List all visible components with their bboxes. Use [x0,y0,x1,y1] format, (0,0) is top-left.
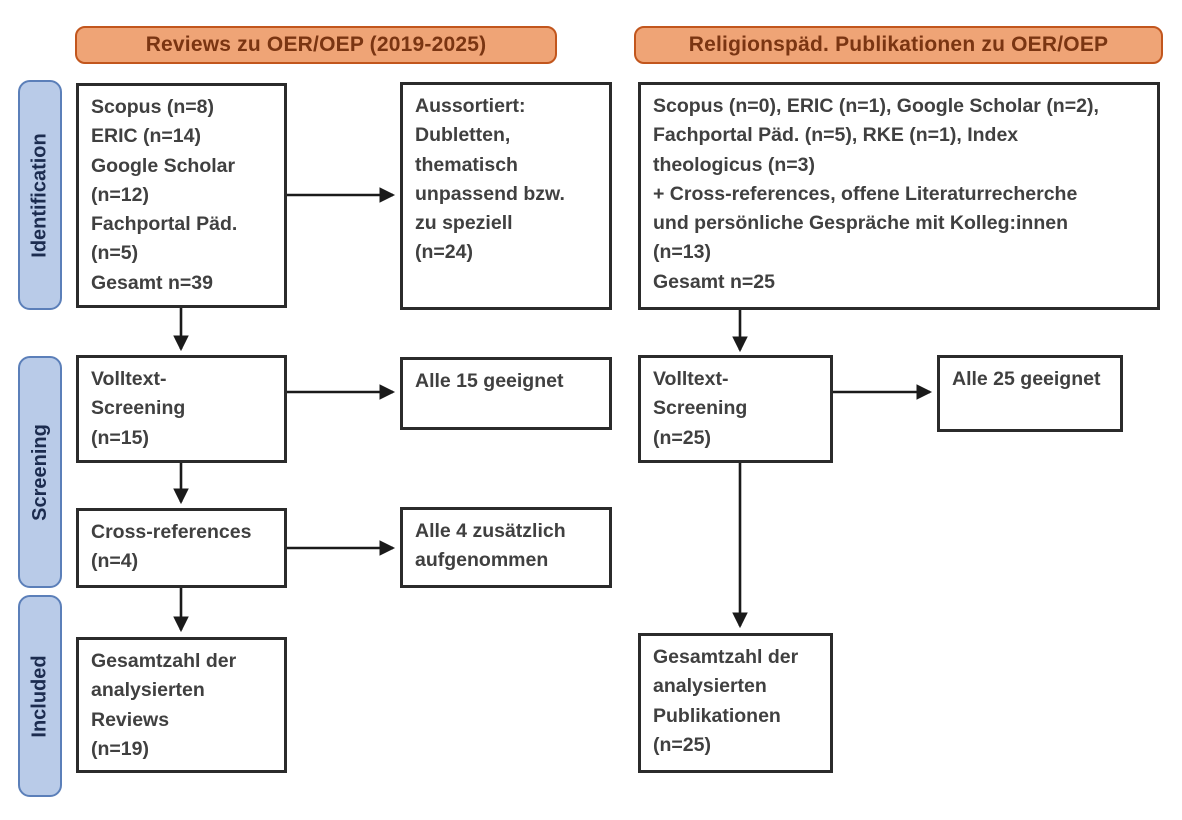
stage-label-screening: Screening [18,356,62,588]
column-header-religionspaed: Religionspäd. Publikationen zu OER/OEP [634,26,1163,64]
stage-label-screening-text: Screening [28,423,51,521]
box-included-publications-total: Gesamtzahl der analysierten Publikatione… [638,633,833,773]
box-identification-sources-publications: Scopus (n=0), ERIC (n=1), Google Scholar… [638,82,1160,310]
box-excluded-duplicates: Aussortiert: Dubletten, thematisch unpas… [400,82,612,310]
column-header-reviews: Reviews zu OER/OEP (2019-2025) [75,26,557,64]
box-result-25-suitable: Alle 25 geeignet [937,355,1123,432]
box-included-reviews-total: Gesamtzahl der analysierten Reviews (n=1… [76,637,287,773]
box-result-4-added: Alle 4 zusätzlich aufgenommen [400,507,612,588]
stage-label-identification: Identification [18,80,62,310]
stage-label-included: Included [18,595,62,797]
stage-label-identification-text: Identification [28,132,51,258]
stage-label-included-text: Included [28,654,51,738]
box-identification-sources-reviews: Scopus (n=8) ERIC (n=14) Google Scholar … [76,83,287,308]
box-cross-references: Cross-references (n=4) [76,508,287,588]
box-fulltext-screening-reviews: Volltext- Screening (n=15) [76,355,287,463]
box-result-15-suitable: Alle 15 geeignet [400,357,612,430]
box-fulltext-screening-publications: Volltext- Screening (n=25) [638,355,833,463]
